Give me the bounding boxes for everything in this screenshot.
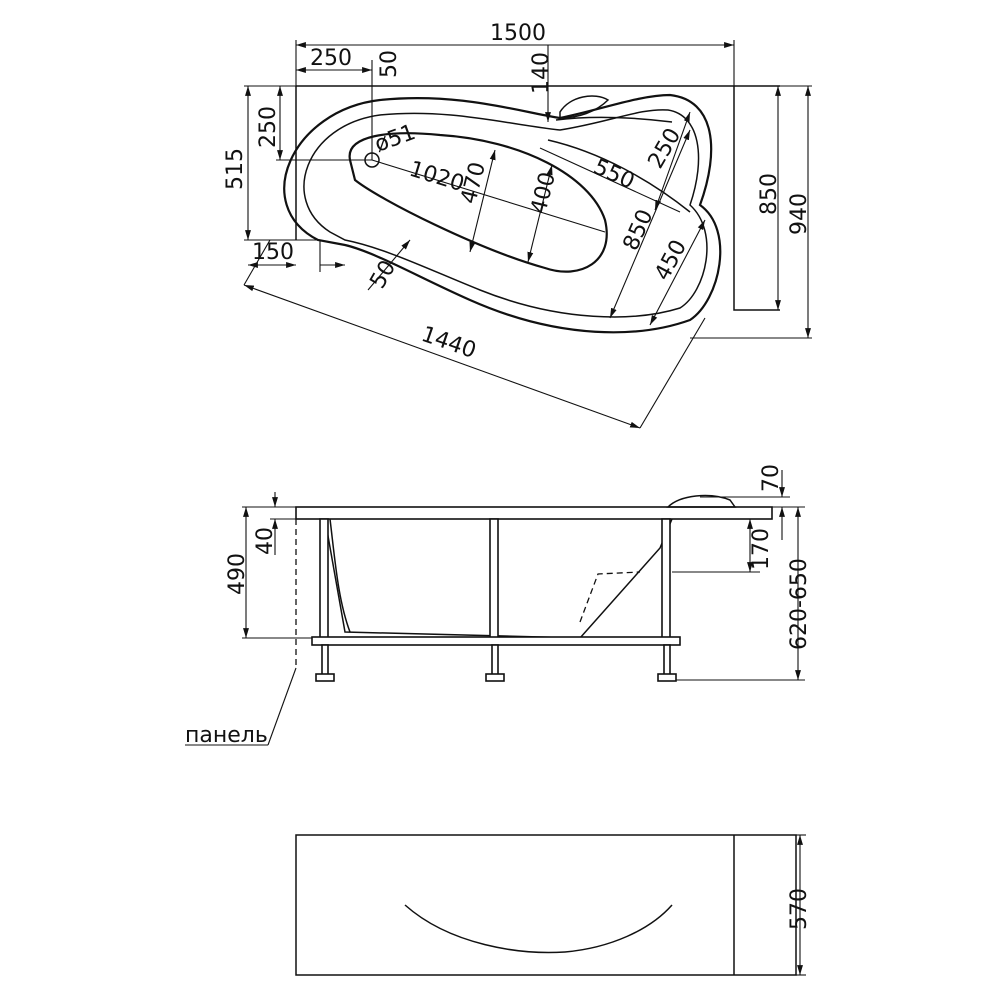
dim-70: 70 — [759, 464, 784, 492]
dim-170: 170 — [749, 528, 774, 570]
foot-left-pad — [315, 673, 335, 682]
tub-basin — [348, 132, 608, 273]
dim-150-left: 150 — [252, 240, 294, 265]
dim-50-left: 50 — [366, 256, 402, 293]
panel-arc — [404, 904, 673, 954]
top-view: 1500 250 50 140 515 250 ø51 1020 470 400 — [223, 21, 812, 429]
foot-middle-pad — [485, 673, 505, 682]
foot-left — [321, 644, 329, 676]
side-view: 490 40 70 170 620-650 панель — [185, 464, 812, 748]
foot-right-pad — [657, 673, 677, 682]
panel-view: 570 — [295, 834, 812, 976]
frame-leg-right — [661, 518, 671, 640]
dim-250-seat: 250 — [644, 124, 687, 173]
front-panel — [295, 834, 797, 976]
dim-940-right: 940 — [787, 193, 812, 235]
dim-400: 400 — [527, 170, 561, 217]
dim-1500: 1500 — [490, 21, 546, 46]
tub-rim — [295, 506, 773, 520]
foot-middle — [491, 644, 499, 676]
dim-570: 570 — [787, 888, 812, 930]
dim-550: 550 — [590, 155, 639, 195]
frame-leg-left — [319, 518, 329, 640]
dim-drain-diameter: ø51 — [372, 120, 420, 158]
dim-250-left: 250 — [256, 106, 281, 148]
dim-140: 140 — [529, 52, 554, 94]
dim-1440: 1440 — [418, 322, 479, 364]
dim-620-650: 620-650 — [787, 558, 812, 650]
dim-850-diag: 850 — [619, 206, 659, 255]
tub-inner-side — [329, 518, 351, 633]
headrest — [559, 95, 610, 119]
foot-right — [663, 644, 671, 676]
dim-490: 490 — [225, 553, 250, 595]
dim-50-top: 50 — [377, 50, 402, 78]
dim-450-diag: 450 — [650, 236, 692, 285]
dim-850-right: 850 — [757, 173, 782, 215]
seat-contour-2 — [555, 116, 673, 123]
dim-250-top: 250 — [310, 46, 352, 71]
frame-leg-middle — [489, 518, 499, 640]
frame-base — [311, 636, 681, 646]
dim-470: 470 — [457, 160, 491, 207]
seat-dashed — [579, 571, 641, 623]
dim-40: 40 — [253, 527, 278, 555]
panel-label: панель — [185, 723, 268, 748]
dim-515: 515 — [223, 148, 248, 190]
headrest-side — [666, 494, 737, 508]
